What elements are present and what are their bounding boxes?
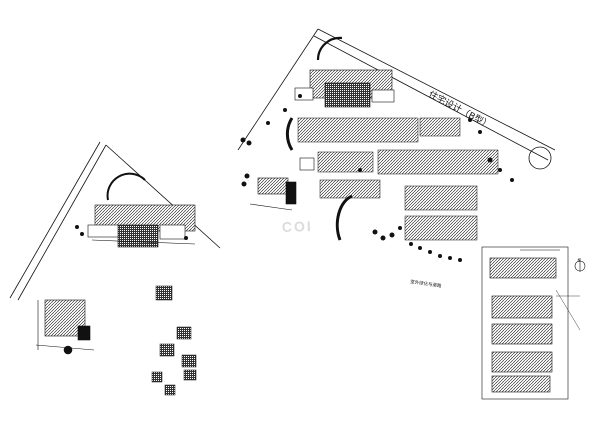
- middle-building-rows: [297, 117, 499, 241]
- parking-area: [249, 157, 315, 211]
- left-building-cluster: [87, 172, 196, 248]
- tree-clusters: [75, 94, 514, 262]
- top-arc-courtyard: [316, 36, 343, 61]
- north-arrow-label: N: [578, 258, 581, 263]
- left-parcel-road: [9, 141, 221, 301]
- left-block-b: [117, 224, 159, 248]
- lower-left-building: [35, 299, 95, 355]
- watermark-text: COI: [282, 218, 313, 235]
- north-arrow: N: [574, 258, 586, 272]
- detail-panel: [481, 246, 581, 400]
- path-label: 室外绿化与道路: [410, 278, 443, 289]
- unit-plan-thumbnails: [151, 285, 197, 396]
- right-parcel-road: [237, 28, 556, 170]
- left-block-c: [87, 224, 119, 238]
- left-arc-courtyard: [106, 172, 146, 201]
- top-building-cluster: [294, 36, 395, 108]
- curved-walkway: [285, 117, 294, 151]
- curved-building: [335, 194, 353, 241]
- left-block-d: [159, 224, 186, 240]
